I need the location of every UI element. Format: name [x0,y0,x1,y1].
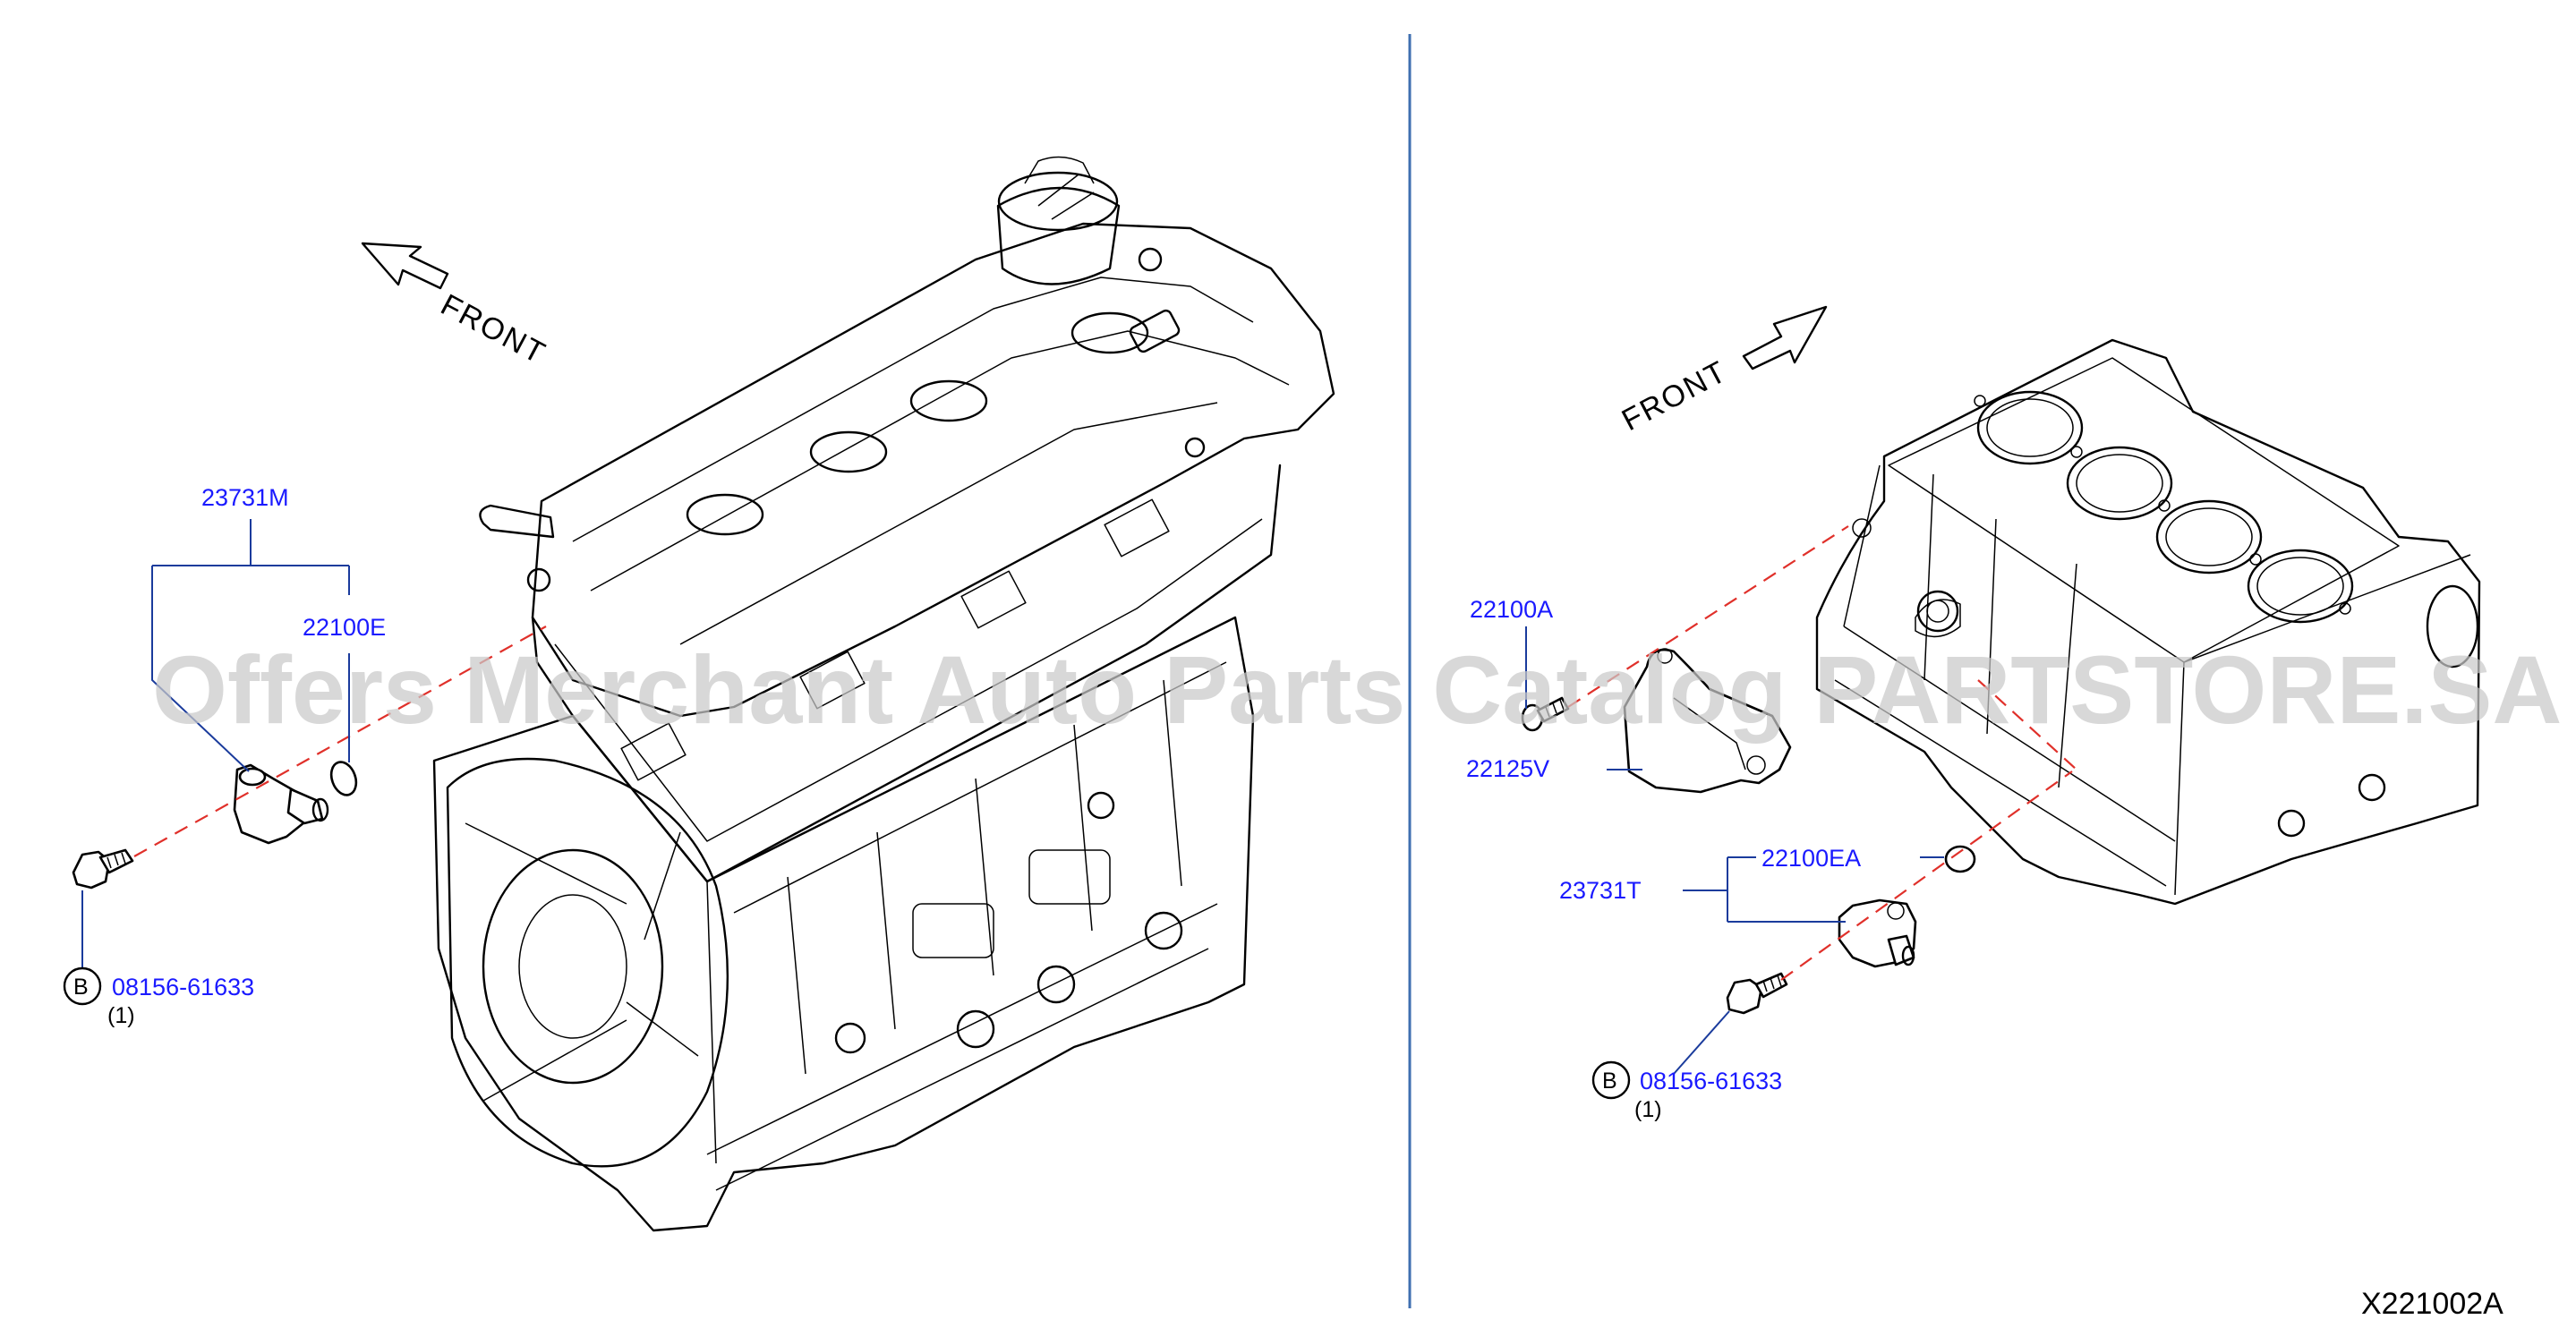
o-ring-22100e [329,761,358,796]
install-axis-right-upper [1567,525,1849,708]
part-number-22100e: 22100E [303,614,386,641]
bolt-22100a [1521,696,1570,732]
part-number-22100a: 22100A [1470,596,1553,623]
part-number-23731m: 23731M [201,484,289,511]
o-ring-22100ea [1944,845,1976,873]
bolt-badge-circle-left [63,966,102,1006]
camshaft-sensor-23731t [1838,898,1917,968]
bolt-quantity-right: (1) [1634,1097,1662,1122]
front-label-right: FRONT [1616,354,1733,438]
part-number-22125v: 22125V [1466,755,1549,782]
front-arrow-icon [361,242,449,290]
engine-assembly-drawing [432,156,1335,1232]
camshaft-sensor-23731m [233,763,329,845]
cylinder-block-drawing [1815,338,2481,906]
bolt-badge-right: B [1602,1068,1617,1094]
part-number-08156-61633-left: 08156-61633 [112,974,254,1000]
part-number-22100ea: 22100EA [1761,845,1861,872]
front-arrow-icon-right [1742,305,1828,370]
install-axis-right-lower [1780,770,2073,981]
part-number-23731t: 23731T [1559,877,1642,904]
bolt-quantity-left: (1) [107,1003,135,1028]
bolt-08156-61633-right [1726,972,1788,1015]
leader-23731m [151,519,350,772]
front-label: FRONT [435,288,551,371]
leader-bolt-right [1673,1010,1730,1075]
diagram-reference-code: X221002A [2361,1287,2503,1321]
leader-23731t [1683,856,1846,923]
watermark: Offers Merchant Auto Parts Catalog PARTS… [152,635,2562,744]
bolt-badge-circle-right [1591,1060,1631,1100]
install-axis-left [133,626,547,857]
bolt-08156-61633-left [72,848,134,890]
sensor-bracket-22125v [1623,648,1792,794]
bolt-badge-left: B [73,975,89,1000]
part-number-08156-61633-right: 08156-61633 [1640,1068,1782,1094]
